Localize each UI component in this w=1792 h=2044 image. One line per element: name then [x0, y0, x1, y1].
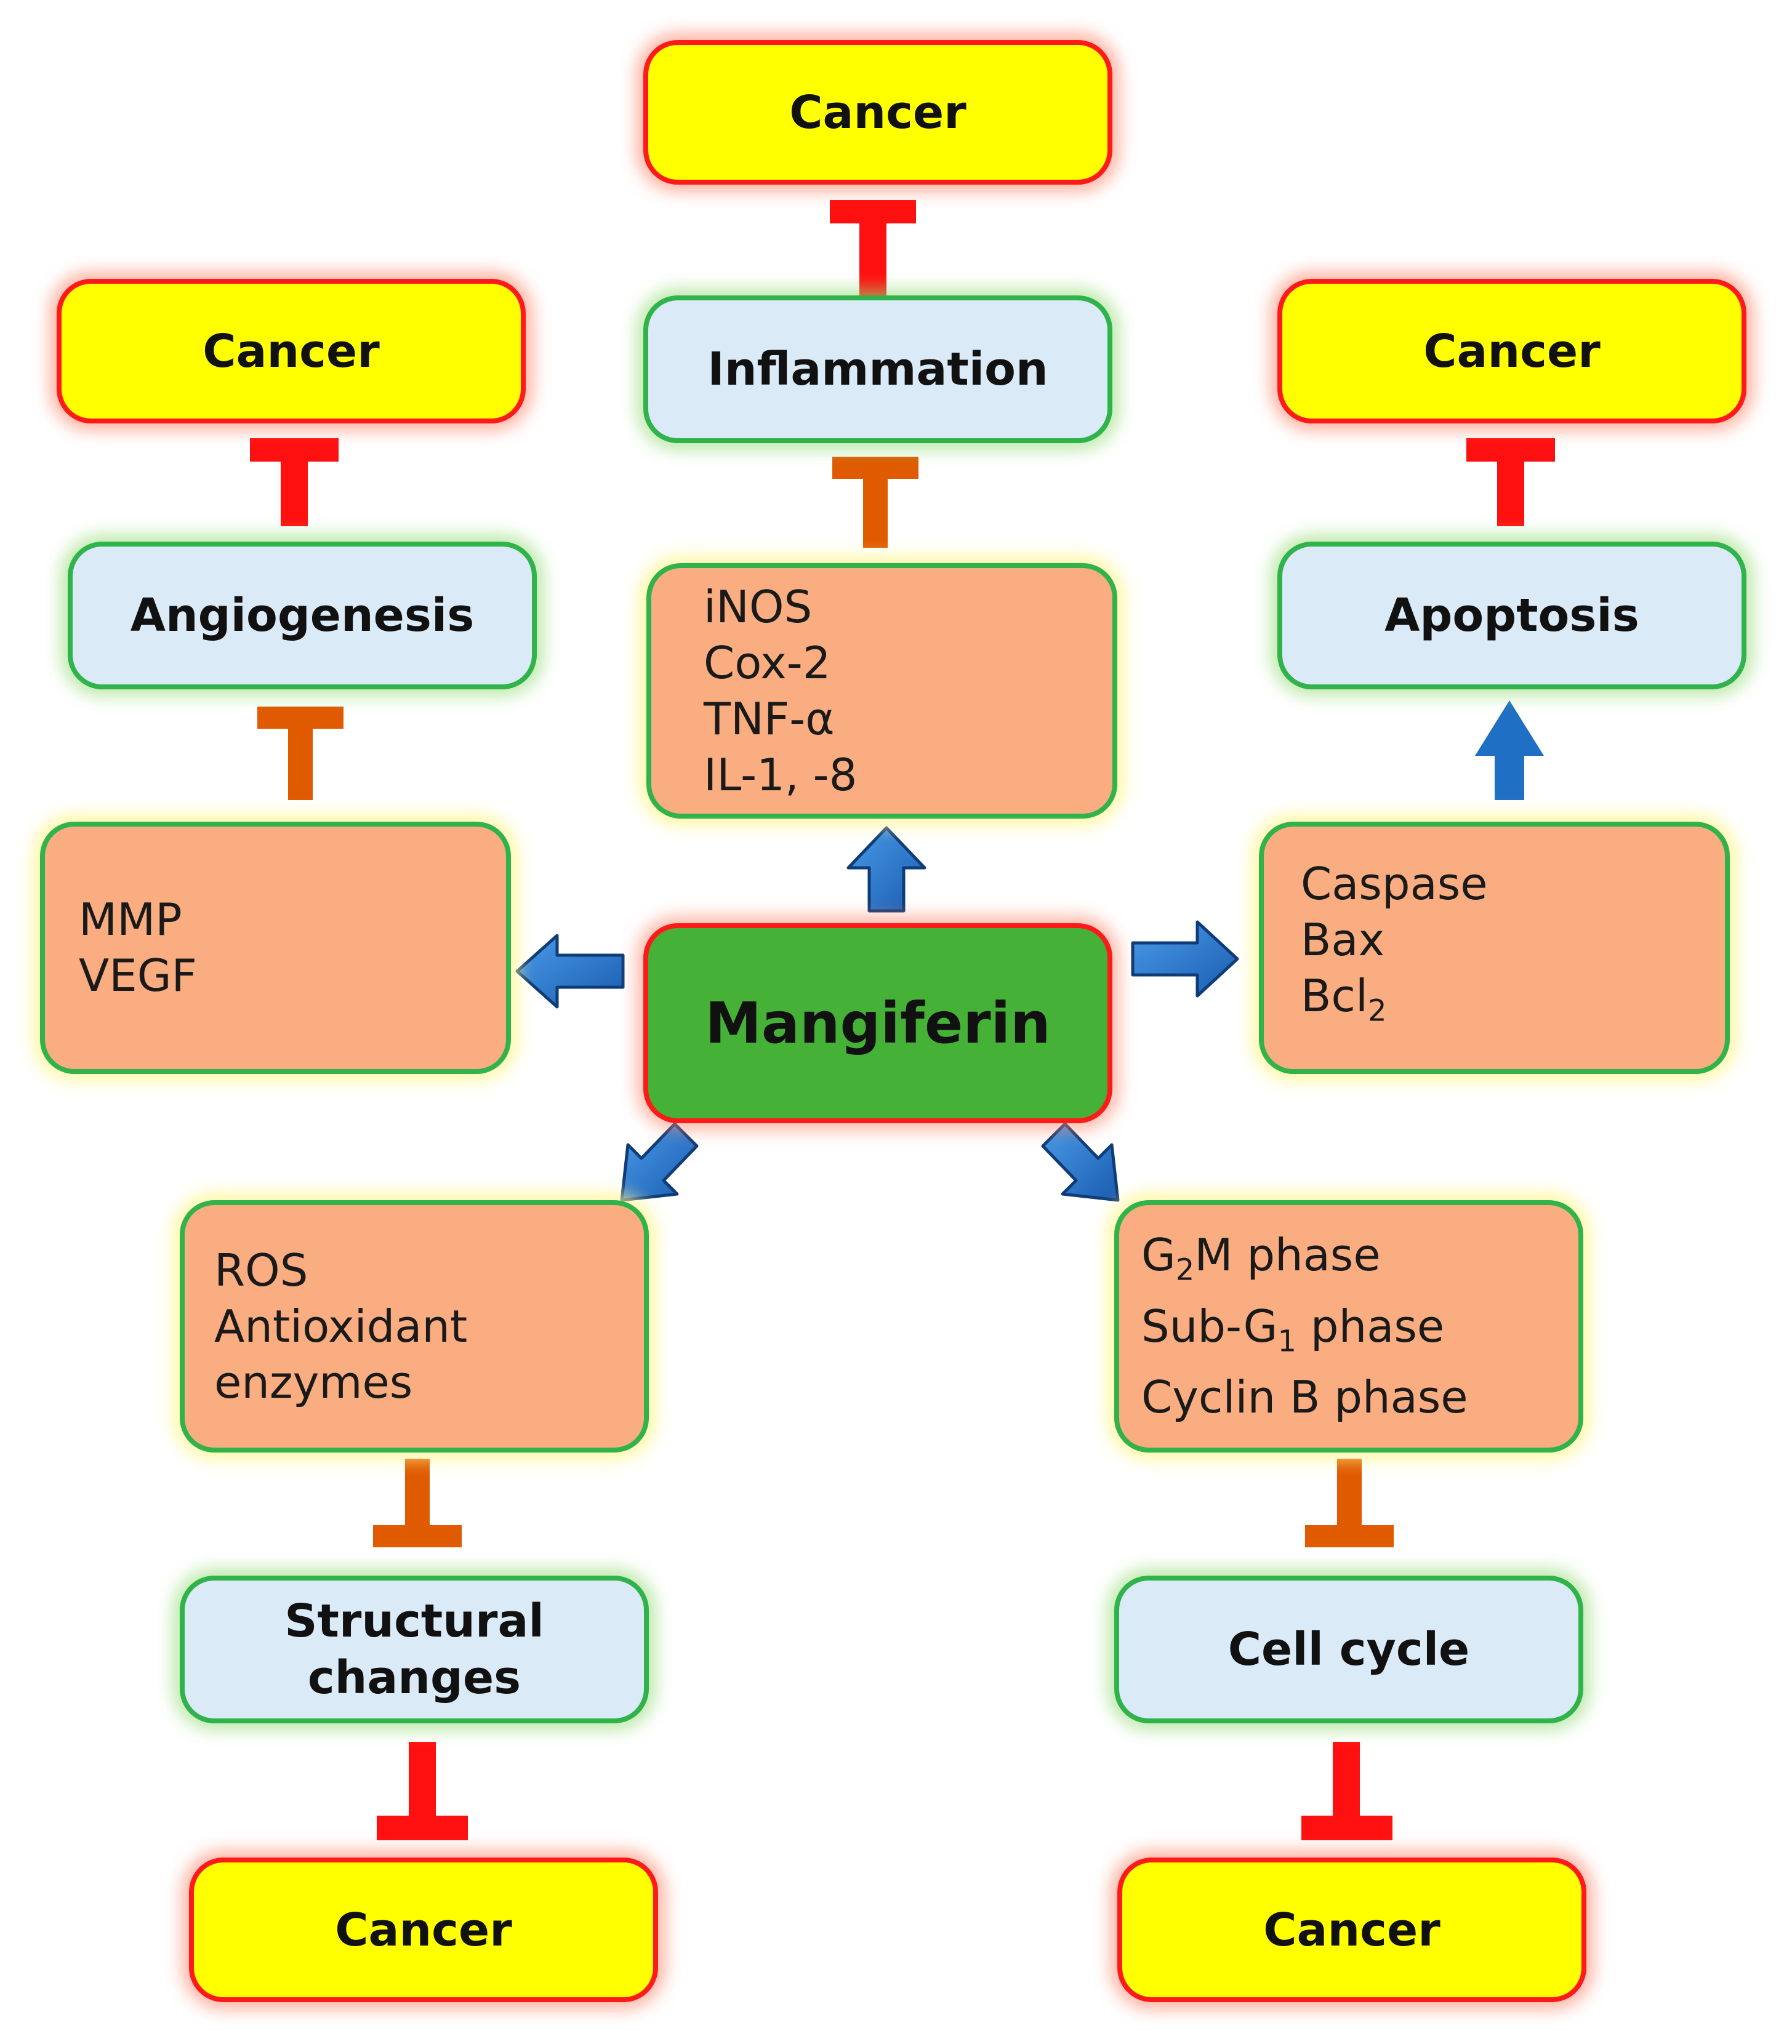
marker-subg1-phase: Sub-G1 phase	[1141, 1300, 1445, 1358]
inhibit-markers-structural	[373, 1459, 462, 1547]
marker-tnf-alpha: TNF-α	[704, 692, 835, 745]
inhibit-inflammation-cancer	[830, 200, 916, 295]
inhibit-cellcycle-cancer	[1301, 1742, 1392, 1840]
marker-g2m-phase: G2M phase	[1141, 1229, 1381, 1288]
process-box-structural: Structural changes	[180, 1576, 649, 1723]
cancer-label: Cancer	[789, 86, 966, 139]
marker-box-structural: ROS Antioxidant enzymes	[180, 1200, 649, 1453]
marker-inos: iNOS	[704, 580, 813, 633]
cancer-label: Cancer	[1263, 1903, 1440, 1957]
mangiferin-label: Mangiferin	[705, 990, 1051, 1056]
marker-il: IL-1, -8	[704, 748, 858, 801]
arrow-downleft-structural-shape	[620, 1122, 699, 1202]
inhibit-markers-cellcycle	[1305, 1459, 1394, 1547]
marker-bax: Bax	[1301, 914, 1385, 966]
arrow-downright-cellcycle	[1041, 1122, 1120, 1202]
marker-cyclin-b-phase: Cyclin B phase	[1141, 1371, 1468, 1423]
marker-box-apoptosis: Caspase Bax Bcl2	[1259, 822, 1730, 1074]
marker-bcl2: Bcl2	[1301, 970, 1387, 1028]
cancer-box-inflammation: Cancer	[643, 40, 1112, 185]
arrow-left-angiogenesis	[515, 934, 625, 1009]
process-label-apoptosis: Apoptosis	[1384, 589, 1639, 642]
process-label-angiogenesis: Angiogenesis	[130, 589, 475, 642]
process-label-structural-line1: Structural	[284, 1595, 544, 1648]
mangiferin-node: Mangiferin	[643, 923, 1112, 1123]
cancer-label: Cancer	[335, 1903, 512, 1957]
inhibit-angiogenesis-cancer	[250, 438, 339, 526]
process-box-inflammation: Inflammation	[643, 295, 1112, 443]
cancer-label: Cancer	[203, 324, 380, 378]
marker-mmp: MMP	[79, 894, 182, 945]
inhibit-markers-angiogenesis	[257, 707, 344, 800]
marker-cox2: Cox-2	[704, 636, 831, 689]
inhibit-structural-cancer	[377, 1742, 468, 1840]
cancer-box-angiogenesis: Cancer	[57, 279, 526, 423]
arrow-up-inflammation	[846, 826, 926, 913]
marker-ros: ROS	[214, 1244, 308, 1296]
process-label-inflammation: Inflammation	[707, 343, 1048, 396]
marker-box-angiogenesis: MMP VEGF	[40, 822, 511, 1074]
cancer-box-cellcycle: Cancer	[1117, 1858, 1586, 2002]
marker-caspase: Caspase	[1301, 858, 1488, 910]
marker-box-inflammation: iNOS Cox-2 TNF-α IL-1, -8	[646, 563, 1117, 819]
inhibit-apoptosis-cancer	[1466, 438, 1555, 526]
process-box-angiogenesis: Angiogenesis	[68, 542, 537, 689]
marker-antioxidant: Antioxidant	[214, 1300, 468, 1352]
cancer-box-structural: Cancer	[189, 1858, 658, 2002]
cancer-box-apoptosis: Cancer	[1277, 279, 1746, 423]
inhibit-markers-inflammation	[832, 457, 918, 548]
marker-vegf: VEGF	[79, 950, 197, 1001]
cancer-label: Cancer	[1423, 324, 1601, 378]
process-box-cellcycle: Cell cycle	[1114, 1576, 1583, 1723]
process-label-cellcycle: Cell cycle	[1227, 1623, 1470, 1676]
marker-box-cellcycle: G2M phase Sub-G1 phase Cyclin B phase	[1114, 1200, 1583, 1453]
process-label-structural-line2: changes	[307, 1651, 521, 1704]
marker-enzymes: enzymes	[214, 1356, 413, 1408]
activation-arrow-apoptosis	[1475, 700, 1544, 800]
process-box-apoptosis: Apoptosis	[1277, 542, 1746, 689]
arrow-right-apoptosis	[1131, 920, 1239, 998]
